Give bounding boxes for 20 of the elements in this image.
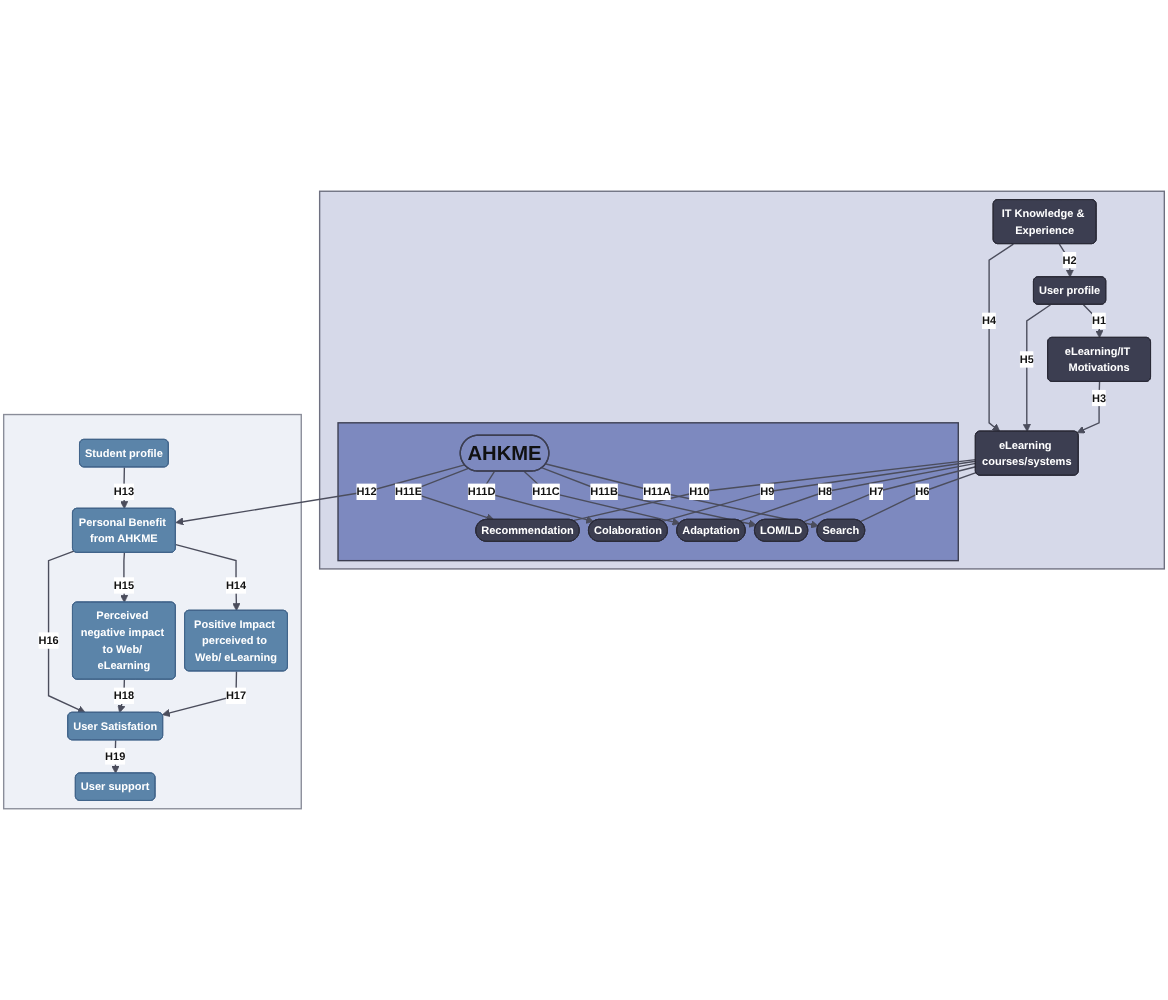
arrow	[545, 463, 819, 529]
arrow	[120, 466, 129, 510]
connector	[859, 471, 977, 523]
arrow	[175, 464, 466, 526]
cluster	[318, 190, 1165, 570]
cluster	[3, 413, 302, 810]
arrow	[175, 544, 241, 612]
arrow	[541, 467, 757, 528]
arrow	[523, 470, 681, 526]
cluster	[337, 422, 959, 562]
arrow	[47, 550, 86, 714]
connector	[661, 460, 977, 522]
connector	[739, 462, 977, 522]
arrow	[1022, 304, 1052, 432]
arrow	[120, 552, 129, 603]
arrow	[117, 678, 126, 714]
connector	[802, 466, 977, 523]
arrow	[1076, 381, 1101, 434]
arrow	[988, 243, 1015, 432]
connector	[572, 458, 977, 522]
